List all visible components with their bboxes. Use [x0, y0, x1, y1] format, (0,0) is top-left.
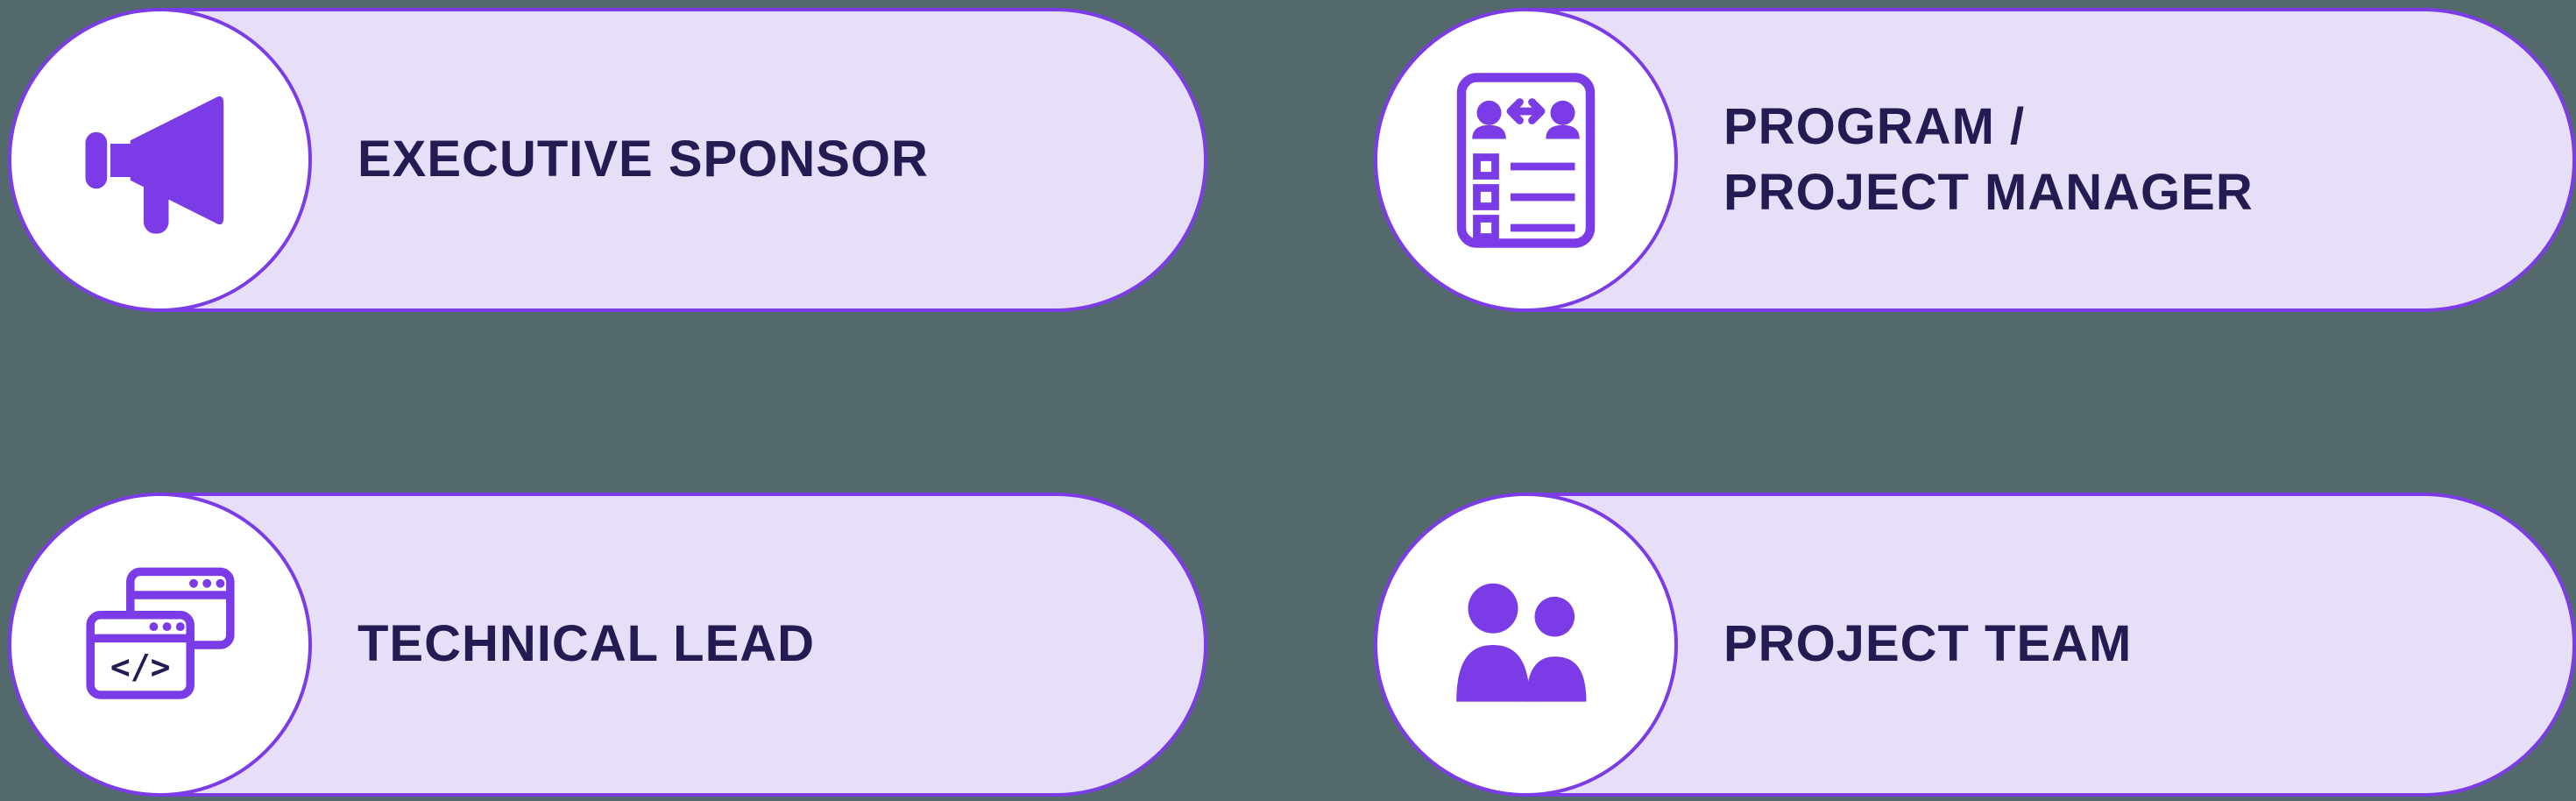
card-technical-lead: </> TECHNICAL LEAD [8, 493, 1207, 797]
card-project-team: PROJECT TEAM [1374, 493, 2576, 797]
card-label: PROGRAM / PROJECT MANAGER [1723, 98, 2254, 221]
icon-badge [8, 8, 312, 312]
people-icon [1455, 583, 1586, 702]
roster-exchange-icon [1456, 72, 1596, 248]
icon-badge [1374, 493, 1678, 797]
card-label: PROJECT TEAM [1723, 615, 2133, 673]
card-label: TECHNICAL LEAD [357, 615, 816, 673]
svg-text:</>: </> [110, 648, 170, 686]
icon-badge: </> [8, 493, 312, 797]
icon-badge [1374, 8, 1678, 312]
card-label: EXECUTIVE SPONSOR [357, 131, 929, 188]
card-program-project-manager: PROGRAM / PROJECT MANAGER [1374, 8, 2576, 312]
card-executive-sponsor: EXECUTIVE SPONSOR [8, 8, 1207, 312]
megaphone-icon [85, 96, 223, 234]
code-windows-icon: </> [85, 567, 235, 699]
